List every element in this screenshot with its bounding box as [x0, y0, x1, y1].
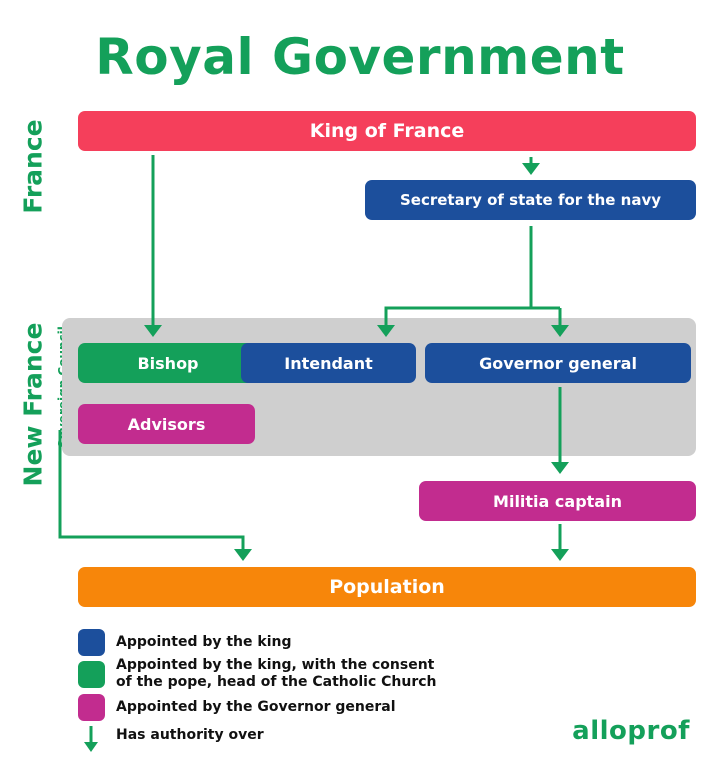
legend-swatch-magenta [78, 694, 105, 721]
intendant-label: Intendant [284, 353, 373, 373]
advisors-label: Advisors [127, 414, 206, 434]
governor-label: Governor general [479, 353, 637, 373]
secretary-label: Secretary of state for the navy [399, 191, 662, 209]
legend-swatch-green [78, 661, 105, 688]
intendant-box: Intendant [241, 343, 416, 383]
legend-text-authority: Has authority over [116, 727, 264, 743]
king-of-france-box: King of France [78, 111, 696, 151]
section-label-new-france: New France [18, 322, 48, 487]
arrow-secretary-to-intendant-governor [384, 226, 533, 325]
advisors-box: Advisors [78, 404, 255, 444]
militia-captain-box: Militia captain [419, 481, 696, 521]
legend-text-pope: Appointed by the king, with the consent … [116, 657, 437, 690]
bishop-label: Bishop [137, 353, 199, 373]
legend-swatch-blue [78, 629, 105, 656]
governor-general-box: Governor general [425, 343, 691, 383]
population-label: Population [329, 576, 445, 598]
bishop-box: Bishop [78, 343, 258, 383]
militia-label: Militia captain [493, 491, 622, 511]
page-title: Royal Government [95, 28, 625, 86]
legend-text-governor: Appointed by the Governor general [116, 699, 396, 715]
population-box: Population [78, 567, 696, 607]
alloprof-logo: alloprof [572, 716, 690, 746]
section-label-france: France [18, 119, 48, 214]
legend-text-king: Appointed by the king [116, 634, 292, 650]
secretary-box: Secretary of state for the navy [365, 180, 696, 220]
arrow-down-icon [78, 724, 105, 754]
king-label: King of France [309, 120, 465, 142]
